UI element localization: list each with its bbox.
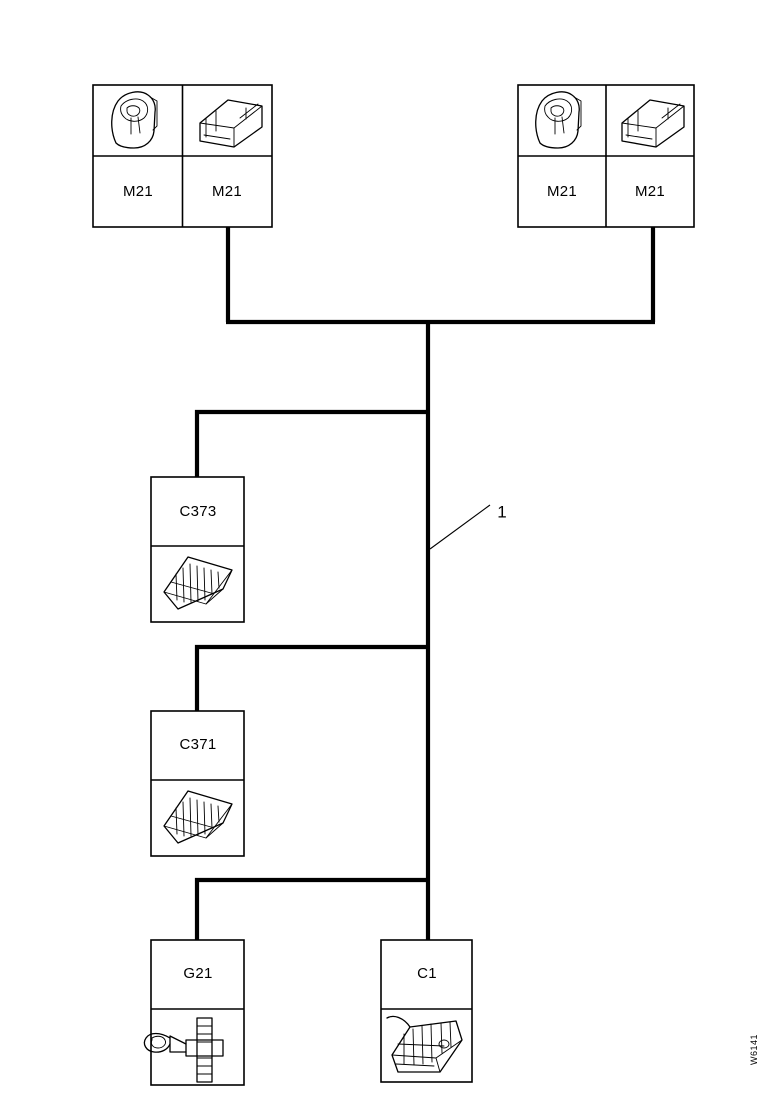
- connector-box-c371[interactable]: C371: [150, 710, 245, 857]
- connector-label-m21-right-grommet: M21: [547, 183, 577, 200]
- connector-group-top-left[interactable]: M21 M21: [92, 84, 273, 228]
- grommet-boot-icon: [535, 91, 582, 149]
- multipin-connector-icon: [163, 556, 233, 610]
- connector-label-c1: C1: [417, 965, 437, 982]
- connector-label-m21-left-housing: M21: [212, 183, 242, 200]
- grommet-boot-icon: [111, 91, 158, 149]
- connector-box-frame: [380, 939, 473, 1083]
- connector-label-c373: C373: [179, 503, 216, 520]
- rectangular-connector-icon: [199, 99, 263, 148]
- connector-label-c371: C371: [179, 736, 216, 753]
- connector-label-g21: G21: [183, 965, 212, 982]
- multipin-connector-icon: [163, 790, 233, 844]
- connector-label-m21-right-housing: M21: [635, 183, 665, 200]
- connector-box-c1[interactable]: C1: [380, 939, 473, 1083]
- connector-box-c373[interactable]: C373: [150, 476, 245, 623]
- callout-1: 1: [429, 502, 507, 550]
- callout-number-label: 1: [497, 502, 506, 521]
- connector-box-g21[interactable]: G21: [143, 939, 245, 1086]
- ground-stud-icon: [143, 1017, 224, 1083]
- rectangular-connector-icon: [621, 99, 685, 148]
- harness-wiring: [194, 227, 656, 940]
- connector-group-top-right[interactable]: M21 M21: [517, 84, 695, 228]
- wire-branch-g21: [194, 877, 428, 940]
- wire-branch-c371: [194, 644, 428, 711]
- figure-code-watermark: W6141: [749, 1033, 759, 1065]
- callout-leader-line: [429, 504, 491, 550]
- wire-branch-c373: [194, 409, 428, 477]
- connector-label-m21-left-grommet: M21: [123, 183, 153, 200]
- inline-connector-icon: [386, 1015, 463, 1073]
